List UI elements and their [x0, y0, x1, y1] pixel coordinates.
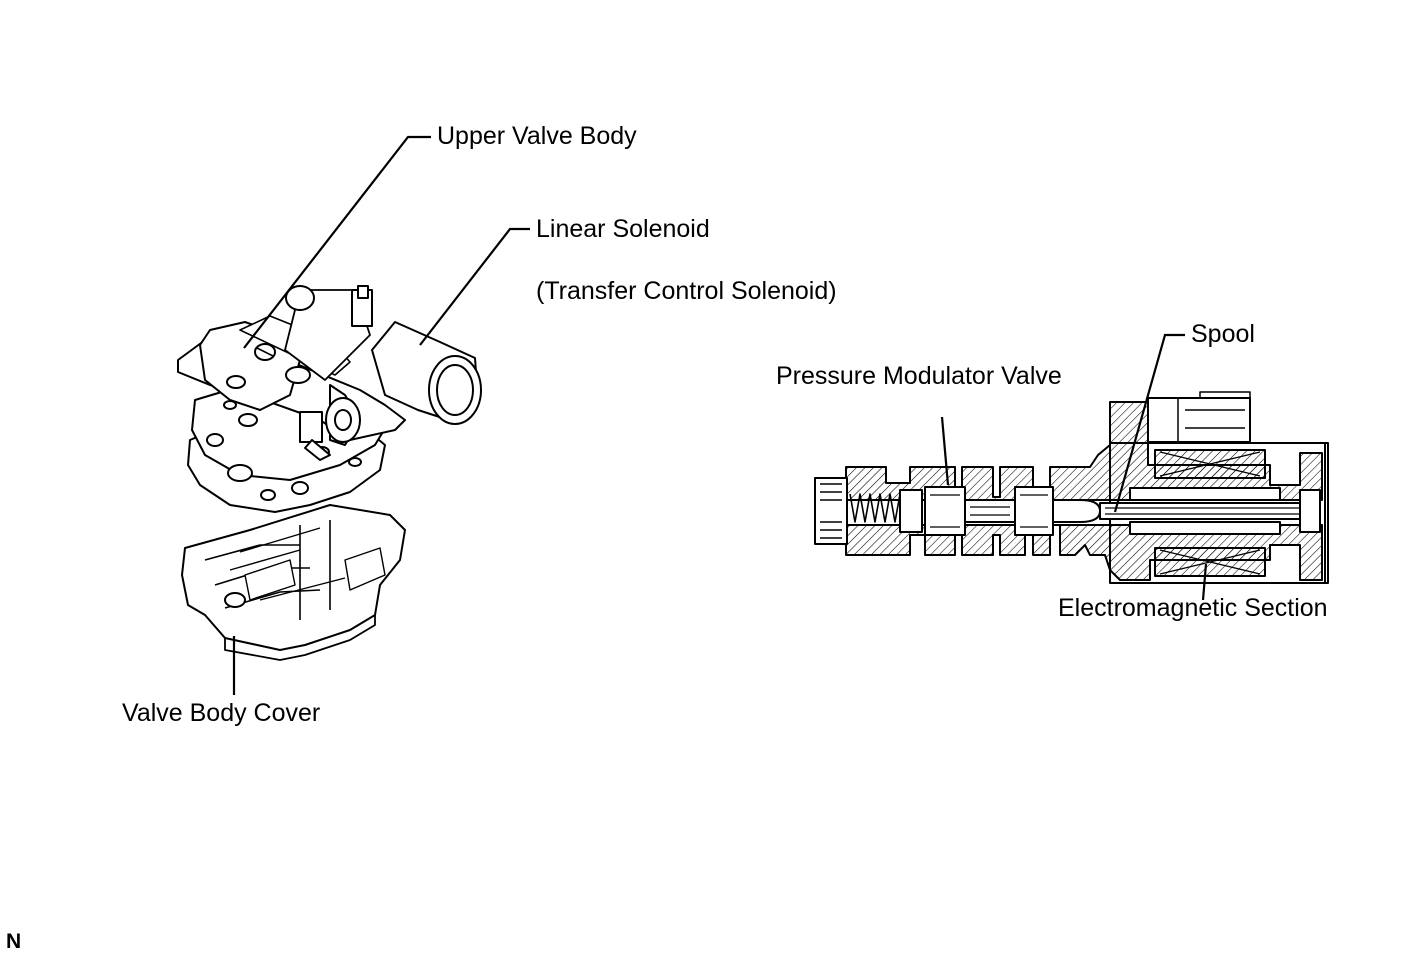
valve-body-cover-part [181, 504, 406, 661]
leader-lines-left [232, 135, 530, 695]
upper-valve-body-part [177, 285, 406, 461]
label-pressure-modulator-valve: Pressure Modulator Valve [776, 362, 1062, 390]
label-transfer-control-solenoid: (Transfer Control Solenoid) [536, 277, 837, 305]
valve-body-assembly [177, 285, 482, 661]
label-upper-valve-body: Upper Valve Body [437, 122, 637, 150]
linear-solenoid-part [371, 321, 482, 425]
label-electromagnetic-section: Electromagnetic Section [1058, 594, 1328, 622]
label-valve-body-cover: Valve Body Cover [122, 699, 321, 727]
label-linear-solenoid: Linear Solenoid [536, 215, 710, 243]
solenoid-cross-section [814, 391, 1329, 584]
leader-lines-right [940, 333, 1208, 601]
figure-code: N [6, 930, 22, 953]
label-spool: Spool [1191, 320, 1255, 348]
